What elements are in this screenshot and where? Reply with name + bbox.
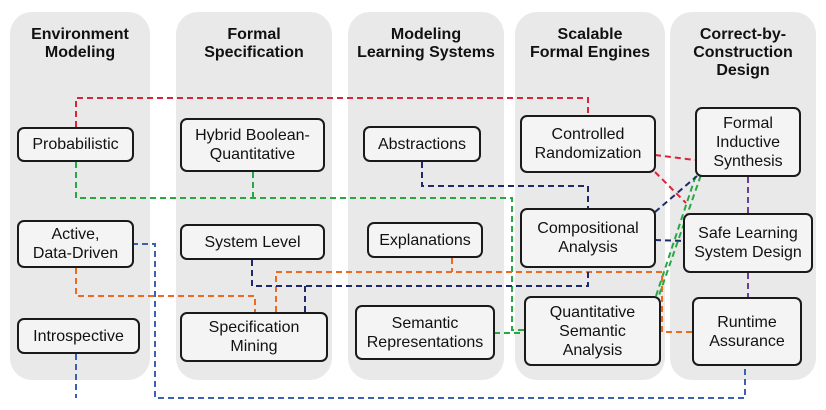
link-spec-mining-runtime (275, 271, 692, 333)
link-active-spec-mining (75, 268, 256, 312)
node-system-level: System Level (180, 224, 325, 260)
link-probabilistic-quantitative-semantic (75, 162, 524, 331)
node-compositional-analysis: Compositional Analysis (520, 208, 656, 268)
node-introspective: Introspective (17, 318, 140, 354)
column-title-correct-by-construction: Correct-by- Construction Design (693, 26, 793, 79)
node-controlled-randomization: Controlled Randomization (520, 115, 656, 173)
link-quantitative-formal-inductive-b (655, 171, 703, 305)
link-controlled-randomization-safe-learning (654, 171, 687, 204)
node-semantic-representations: Semantic Representations (355, 305, 495, 360)
link-controlled-randomization-formal-inductive (654, 154, 696, 161)
node-active-data-driven: Active, Data-Driven (17, 220, 134, 268)
link-probabilistic-controlled-randomization (75, 97, 589, 127)
link-abstractions-compositional (421, 162, 589, 208)
node-explanations: Explanations (367, 222, 483, 258)
column-title-scalable-formal-engines: Scalable Formal Engines (529, 26, 651, 61)
link-compositional-safe-learning (654, 239, 687, 242)
node-quantitative-semantic-analysis: Quantitative Semantic Analysis (524, 296, 661, 366)
column-title-formal-specification: Formal Specification (204, 26, 304, 61)
node-specification-mining: Specification Mining (180, 312, 328, 362)
node-probabilistic: Probabilistic (17, 127, 134, 162)
node-hybrid-boolean-quantitative: Hybrid Boolean- Quantitative (180, 118, 325, 172)
link-quantitative-formal-inductive-a (655, 171, 698, 297)
column-title-environment-modeling: Environment Modeling (31, 26, 129, 61)
node-runtime-assurance: Runtime Assurance (692, 297, 802, 366)
node-safe-learning-system-design: Safe Learning System Design (683, 213, 813, 273)
column-title-modeling-learning-systems: Modeling Learning Systems (357, 26, 495, 61)
node-formal-inductive-synthesis: Formal Inductive Synthesis (695, 107, 801, 177)
link-system-level-compositional (251, 260, 589, 287)
link-active-runtime-loop (132, 243, 746, 399)
node-abstractions: Abstractions (363, 126, 481, 162)
